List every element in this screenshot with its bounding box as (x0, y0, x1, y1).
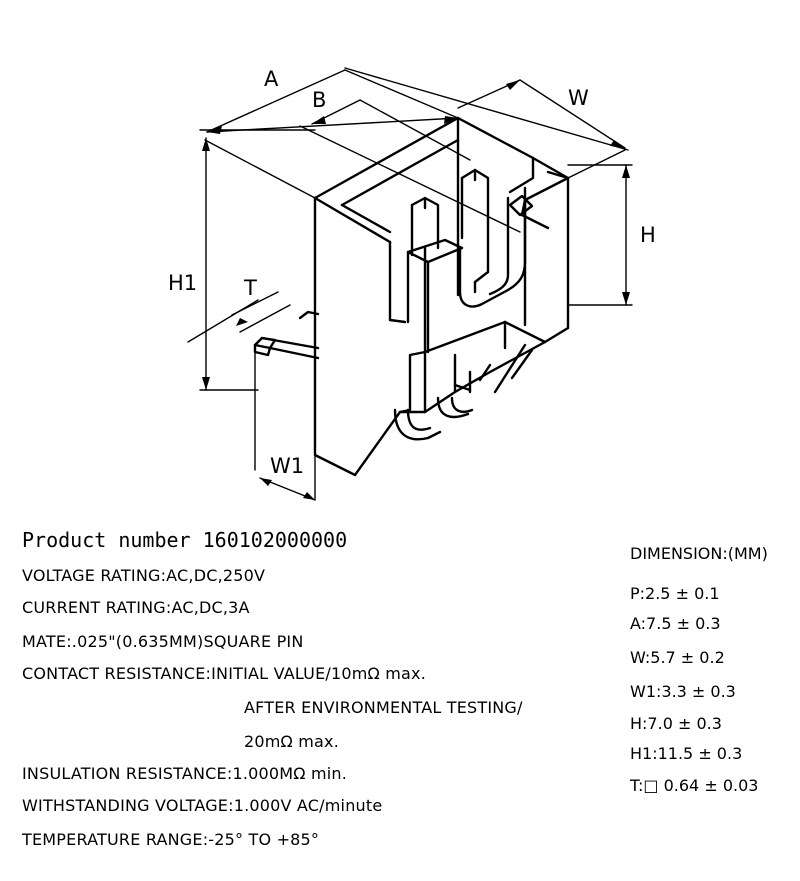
dimension-t: T:□ 0.64 ± 0.03 (630, 776, 759, 795)
current-rating: CURRENT RATING:AC,DC,3A (22, 598, 250, 617)
label-b: B (312, 88, 326, 112)
temperature-range: TEMPERATURE RANGE:-25° TO +85° (22, 830, 320, 849)
dimension-w: W:5.7 ± 0.2 (630, 648, 725, 667)
voltage-rating: VOLTAGE RATING:AC,DC,250V (22, 566, 266, 585)
label-a: A (264, 67, 279, 91)
label-w1: W1 (270, 454, 304, 478)
insulation-resistance: INSULATION RESISTANCE:1.000MΩ min. (22, 764, 348, 783)
dimension-a: A:7.5 ± 0.3 (630, 614, 721, 633)
contact-resistance: CONTACT RESISTANCE:INITIAL VALUE/10mΩ ma… (22, 664, 426, 683)
product-number: Product number 160102000000 (22, 528, 348, 552)
withstanding-voltage: WITHSTANDING VOLTAGE:1.000V AC/minute (22, 796, 383, 815)
dimension-labels: A B W H H1 T W1 (168, 67, 656, 478)
connector-isometric-drawing: A B W H H1 T W1 (168, 67, 656, 501)
label-h: H (640, 223, 656, 247)
label-t: T (243, 276, 257, 300)
contact-resistance-after: AFTER ENVIRONMENTAL TESTING/ (244, 698, 523, 717)
dimension-arrows (202, 80, 630, 500)
dimension-title: DIMENSION:(MM) (630, 544, 768, 563)
mate-spec: MATE:.025"(0.635MM)SQUARE PIN (22, 632, 304, 651)
housing-body (313, 116, 570, 477)
dimension-h: H:7.0 ± 0.3 (630, 714, 722, 733)
dimension-w1: W1:3.3 ± 0.3 (630, 682, 736, 701)
label-w: W (568, 86, 589, 110)
dimension-h1: H1:11.5 ± 0.3 (630, 744, 743, 763)
label-h1: H1 (168, 271, 197, 295)
vertical-pins (406, 168, 534, 354)
contact-resistance-after-value: 20mΩ max. (244, 732, 340, 751)
dimension-p: P:2.5 ± 0.1 (630, 584, 720, 603)
